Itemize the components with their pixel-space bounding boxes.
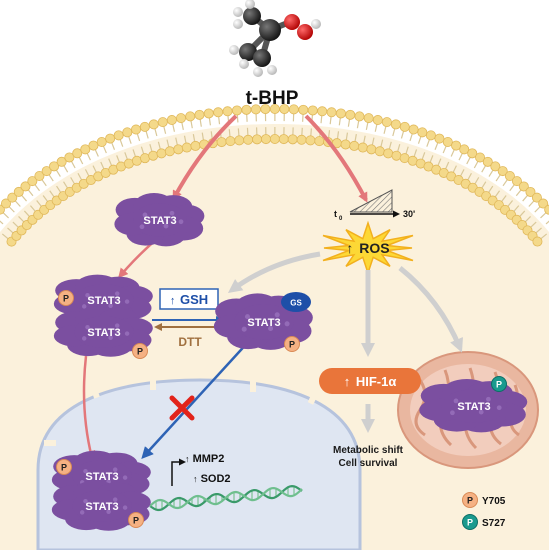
stat3-label: STAT3 xyxy=(457,401,490,413)
legend-label: Y705 xyxy=(482,496,506,507)
dtt-label: DTT xyxy=(178,335,202,349)
svg-text:P: P xyxy=(289,340,295,350)
hif-badge: ↑ HIF-1α xyxy=(319,368,421,394)
svg-text:GS: GS xyxy=(290,299,302,308)
mmp2-up-arrow: ↑ xyxy=(185,454,190,464)
phospho-y705-tag: P xyxy=(133,344,148,359)
phospho-y705-tag: P xyxy=(59,291,74,306)
stat3-label: STAT3 xyxy=(85,501,118,513)
tbhp-label: t-BHP xyxy=(246,88,299,109)
timeline-end: 30' xyxy=(403,209,415,219)
ros-label: ROS xyxy=(359,240,389,256)
sod2-up-arrow: ↑ xyxy=(193,474,198,484)
ros-up-arrow: ↑ xyxy=(346,240,353,256)
svg-text:P: P xyxy=(467,496,473,506)
tbhp-molecule-icon xyxy=(229,0,321,77)
phospho-y705-tag: P xyxy=(285,337,300,352)
hif-outcome-line1: Metabolic shift xyxy=(333,445,404,456)
svg-text:↑ MMP2: ↑ MMP2 xyxy=(185,453,224,465)
svg-text:↑ ROS: ↑ ROS xyxy=(346,240,389,256)
svg-text:P: P xyxy=(61,463,67,473)
svg-text:P: P xyxy=(496,380,502,390)
svg-text:P: P xyxy=(137,347,143,357)
stat3-label: STAT3 xyxy=(87,327,120,339)
svg-text:P: P xyxy=(467,518,473,528)
phospho-s727-tag: P xyxy=(492,377,507,392)
timeline-start: t xyxy=(334,209,337,219)
stat3-label: STAT3 xyxy=(87,295,120,307)
gsh-label: GSH xyxy=(180,292,208,307)
legend-label: S727 xyxy=(482,518,506,529)
sod2-label: SOD2 xyxy=(201,473,231,485)
svg-text:↑ GSH: ↑ GSH xyxy=(170,292,208,307)
svg-text:P: P xyxy=(133,516,139,526)
hif-up-arrow: ↑ xyxy=(344,374,351,389)
phospho-y705-tag: P xyxy=(129,513,144,528)
svg-text:↑ SOD2: ↑ SOD2 xyxy=(193,473,231,485)
hif-outcome-line2: Cell survival xyxy=(339,458,398,469)
svg-text:P: P xyxy=(63,294,69,304)
stat3-label: STAT3 xyxy=(143,215,176,227)
phospho-y705-tag: P xyxy=(57,460,72,475)
gsh-box: ↑ GSH xyxy=(160,289,218,309)
svg-text:↑ HIF-1α: ↑ HIF-1α xyxy=(344,374,397,389)
stat3-label: STAT3 xyxy=(247,317,280,329)
hif-label: HIF-1α xyxy=(356,374,397,389)
gsh-up-arrow: ↑ xyxy=(170,295,176,307)
gs-tag: GS xyxy=(281,292,311,312)
mmp2-label: MMP2 xyxy=(193,453,225,465)
